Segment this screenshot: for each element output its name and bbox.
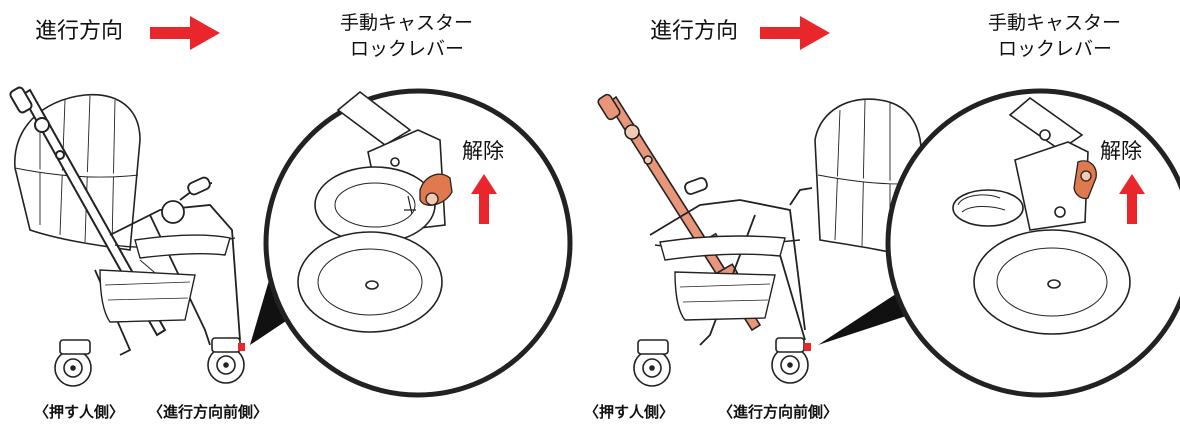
magnified-view bbox=[885, 88, 1180, 398]
forward-side-label: 〈進行方向前側〉 bbox=[718, 403, 839, 421]
rear-wheel bbox=[633, 339, 671, 387]
lever-label-line1: 手動キャスター bbox=[988, 12, 1122, 34]
caster-lever-marker bbox=[804, 343, 811, 351]
frame bbox=[649, 177, 813, 346]
direction-arrow bbox=[760, 16, 830, 50]
lever-label-line1: 手動キャスター bbox=[340, 12, 474, 34]
pusher-side-label: 〈押す人側〉 bbox=[34, 403, 125, 421]
seat bbox=[659, 235, 786, 321]
direction-arrow bbox=[150, 16, 220, 50]
stroller-diagram-left bbox=[9, 16, 573, 398]
release-label: 解除 bbox=[462, 139, 504, 163]
release-arrow bbox=[1119, 174, 1145, 224]
lever-label-line2: ロックレバー bbox=[998, 38, 1113, 60]
magnified-view bbox=[263, 88, 573, 398]
direction-label: 進行方向 bbox=[650, 19, 739, 44]
panel-right: 進行方向 手動キャスター ロックレバー 解除 〈押す人側〉 〈進行方向前側〉 bbox=[584, 0, 1180, 427]
front-wheel bbox=[771, 337, 809, 384]
seat bbox=[99, 234, 231, 323]
direction-label: 進行方向 bbox=[35, 19, 124, 44]
stroller-diagram-right bbox=[597, 16, 1180, 398]
forward-side-label: 〈進行方向前側〉 bbox=[148, 403, 269, 421]
lever-label-line2: ロックレバー bbox=[350, 38, 465, 60]
panel-left: 進行方向 手動キャスター ロックレバー 解除 〈押す人側〉 〈進行方向前側〉 bbox=[9, 12, 573, 421]
caster-lever-marker bbox=[238, 343, 245, 351]
frame bbox=[94, 176, 241, 356]
release-arrow bbox=[471, 174, 497, 224]
pusher-side-label: 〈押す人側〉 bbox=[584, 403, 675, 421]
front-wheel bbox=[207, 337, 245, 384]
caster-lock-lever bbox=[419, 173, 453, 206]
release-label: 解除 bbox=[1100, 139, 1142, 163]
rear-wheel bbox=[54, 339, 92, 387]
caster-lock-lever bbox=[1073, 160, 1097, 200]
